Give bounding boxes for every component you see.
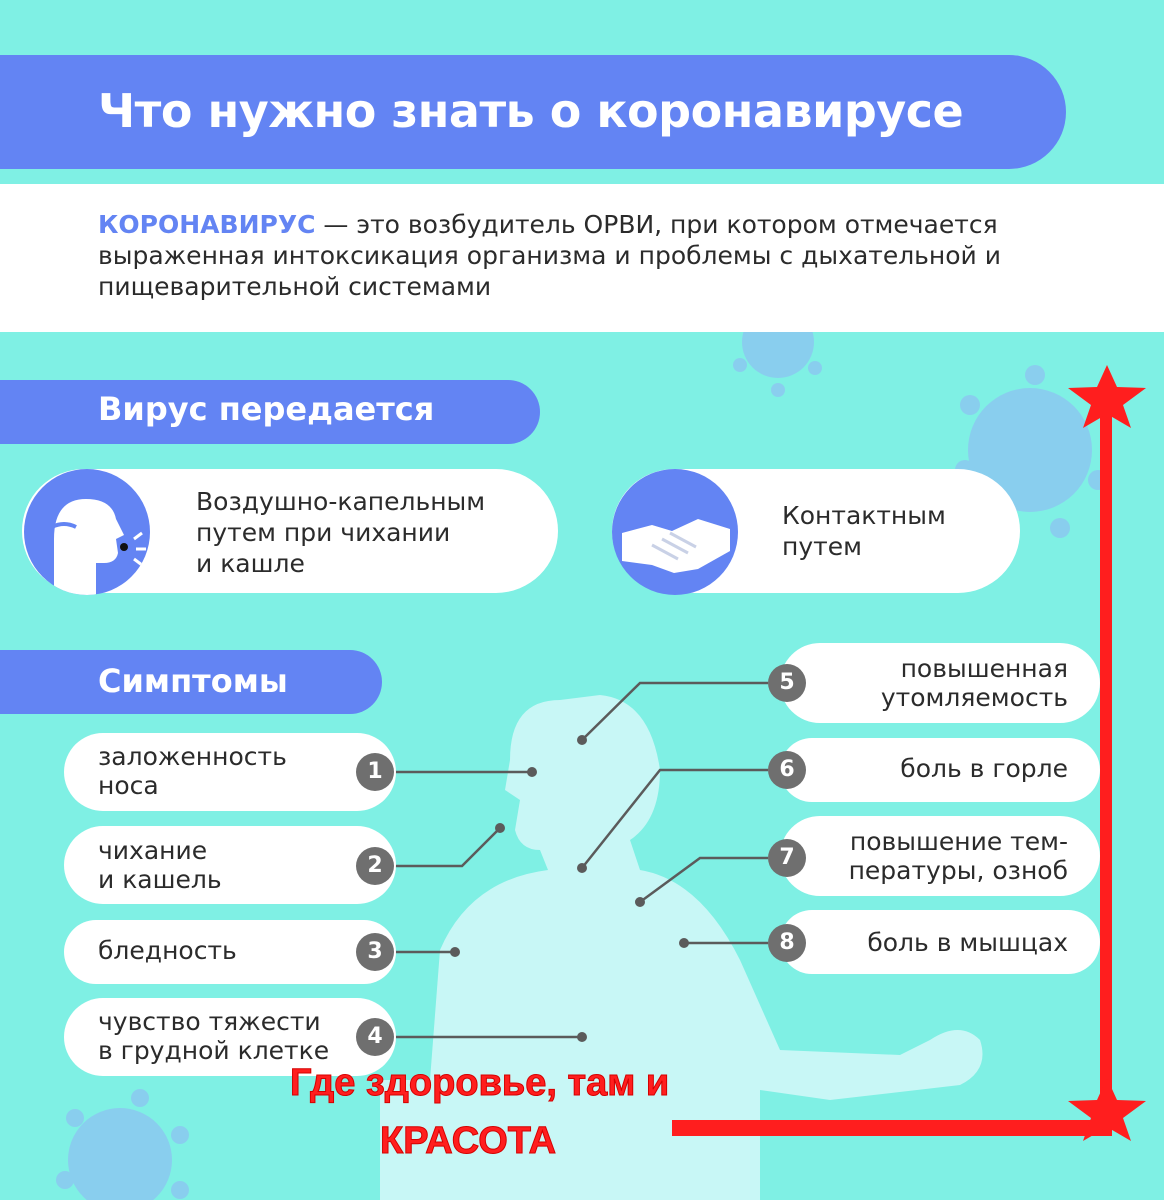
symptom-line: бледность <box>98 936 237 965</box>
red-star-icon <box>1068 1078 1146 1141</box>
symptom-text-5: повышенная утомляемость <box>800 654 1068 712</box>
symptom-number-2: 2 <box>356 847 394 885</box>
sneezing-person-icon <box>24 469 150 595</box>
symptom-line: и кашель <box>98 865 222 894</box>
symptom-line: в грудной клетке <box>98 1036 330 1065</box>
page-title: Что нужно знать о коронавирусе <box>98 84 964 138</box>
symptom-text-8: боль в мышцах <box>800 928 1068 957</box>
intro-term: КОРОНАВИРУС <box>98 210 316 239</box>
handshake-icon <box>612 469 738 595</box>
symptom-text-3: бледность <box>98 936 237 965</box>
symptom-pill-3 <box>64 920 396 984</box>
intro-description: — это возбудитель ОРВИ, при котором отме… <box>98 210 1002 301</box>
symptom-text-6: боль в горле <box>800 754 1068 783</box>
symptom-text-1: заложенность носа <box>98 742 287 800</box>
symptom-line: чувство тяжести <box>98 1007 321 1036</box>
symptom-pill-1 <box>64 733 396 811</box>
caption-line-1: Где здоровье, там и <box>289 1062 670 1105</box>
red-star-icon <box>1068 365 1146 428</box>
route-text-contact: Контактным путем <box>782 500 946 562</box>
symptom-pill-7 <box>780 816 1100 896</box>
symptom-pill-8 <box>780 910 1100 974</box>
symptom-line: утомляемость <box>880 683 1068 712</box>
symptom-line: повышение тем- <box>849 827 1068 856</box>
symptom-number-7: 7 <box>768 839 806 877</box>
symptom-number-3: 3 <box>356 933 394 971</box>
red-vertical-bar <box>1100 405 1112 1130</box>
intro-definition: КОРОНАВИРУС — это возбудитель ОРВИ, при … <box>98 209 1108 302</box>
symptom-number-4: 4 <box>356 1018 394 1056</box>
virus-icon <box>56 1089 189 1200</box>
symptom-number-5: 5 <box>768 664 806 702</box>
route-text-airborne: Воздушно-капельным путем при чихании и к… <box>196 486 485 579</box>
route-line: Контактным <box>782 501 946 530</box>
symptom-line: пературы, озноб <box>848 856 1068 885</box>
intro-panel <box>0 184 1164 332</box>
route-line: путем <box>782 532 862 561</box>
symptom-pill-4 <box>64 998 396 1076</box>
symptom-text-7: повышение тем- пературы, озноб <box>790 827 1068 885</box>
symptom-line: носа <box>98 771 159 800</box>
transmission-heading: Вирус передается <box>98 390 435 428</box>
caption-line-2: КРАСОТА <box>379 1120 557 1163</box>
route-line: путем при чихании <box>196 518 451 547</box>
symptom-line: повышенная <box>900 654 1068 683</box>
symptom-line: заложенность <box>98 742 287 771</box>
symptoms-heading: Симптомы <box>98 662 288 700</box>
symptom-line: боль в горле <box>900 754 1068 783</box>
transmission-heading-bar <box>0 380 540 444</box>
symptom-number-8: 8 <box>768 924 806 962</box>
route-line: Воздушно-капельным <box>196 487 486 516</box>
symptom-line: чихание <box>98 836 208 865</box>
symptom-pill-6 <box>780 738 1100 802</box>
route-line: и кашле <box>196 549 305 578</box>
symptom-text-4: чувство тяжести в грудной клетке <box>98 1007 329 1065</box>
symptom-line: боль в мышцах <box>867 928 1068 957</box>
symptom-number-1: 1 <box>356 753 394 791</box>
symptom-pill-5 <box>780 643 1100 723</box>
title-bar <box>0 55 1066 169</box>
symptom-text-2: чихание и кашель <box>98 836 222 894</box>
symptom-pill-2 <box>64 826 396 904</box>
red-horizontal-bar <box>672 1120 1112 1136</box>
symptom-number-6: 6 <box>768 751 806 789</box>
symptoms-heading-bar <box>0 650 382 714</box>
